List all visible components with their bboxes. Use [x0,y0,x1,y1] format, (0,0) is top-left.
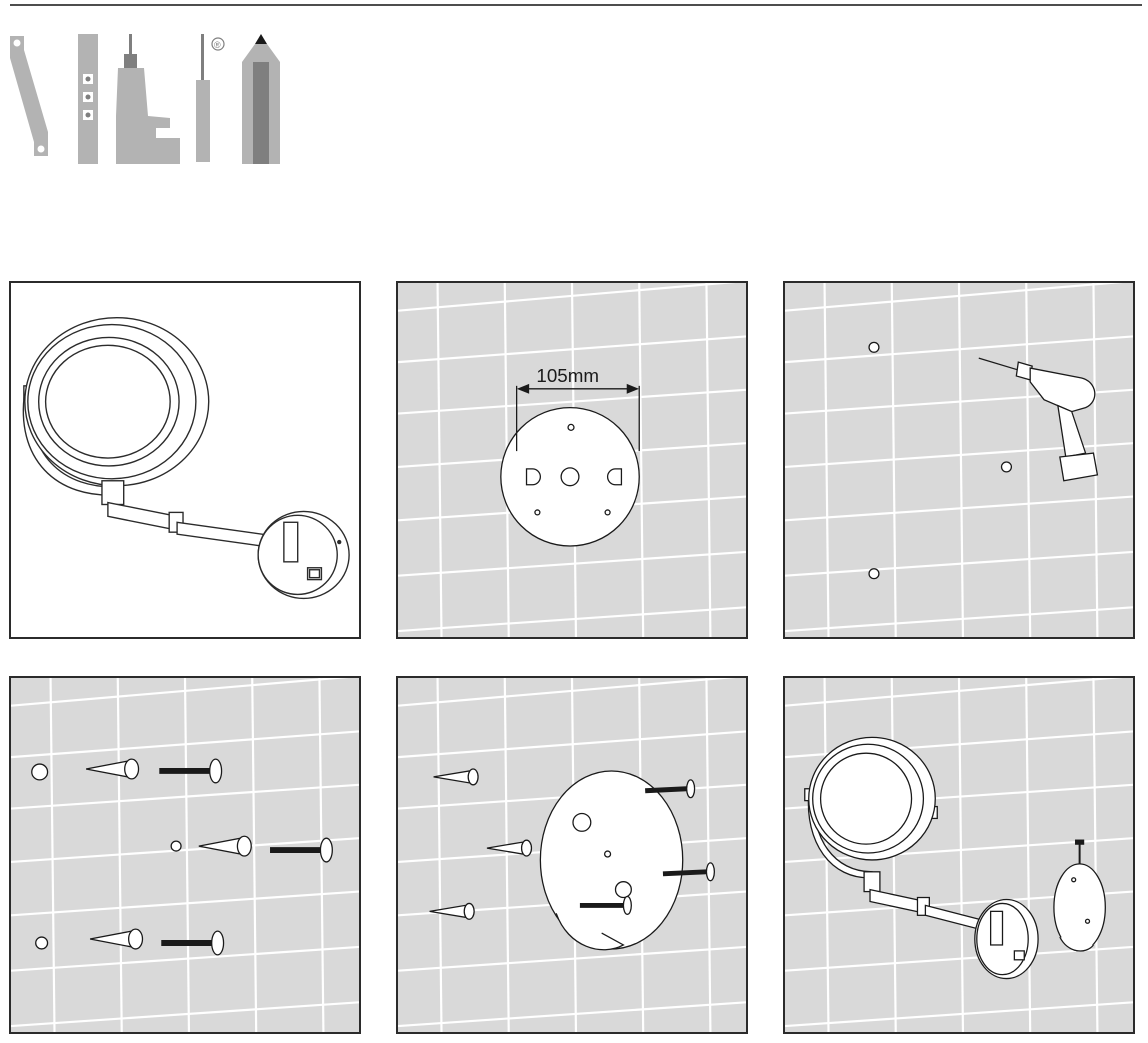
step-1-panel [9,281,361,639]
step-6-panel [783,676,1135,1034]
tile-grid [785,283,1133,637]
base-plate-template-illustration: 105mm [398,283,746,637]
dimension-label: 105mm [536,365,599,386]
header-rule [10,4,1142,6]
tools-strip: ® [10,34,280,164]
wall-plugs-and-screws-illustration [11,678,359,1032]
svg-text:®: ® [214,40,221,50]
tile-grid [785,678,1133,1032]
power-drill-icon [116,34,180,164]
drill-holes-illustration [785,283,1133,637]
screwdriver-icon: ® [196,34,225,162]
wrench-icon [10,36,48,156]
power-drill-icon [978,357,1099,482]
step-4-panel [9,676,361,1034]
drill-hole-top [868,341,880,353]
tile-grid [11,678,359,1032]
step-3-panel [783,281,1135,639]
spirit-level-icon [78,34,98,164]
pencil-icon [242,34,280,164]
attach-mirror-illustration [785,678,1133,1032]
drill-hole-middle [1000,461,1013,473]
mirror-assembly-illustration [22,316,350,600]
step-2-panel: 105mm [396,281,748,639]
mount-base-plate-illustration [398,678,746,1032]
tile-grid [398,283,746,637]
drill-hole-bottom [868,568,880,580]
step-5-panel [396,676,748,1034]
